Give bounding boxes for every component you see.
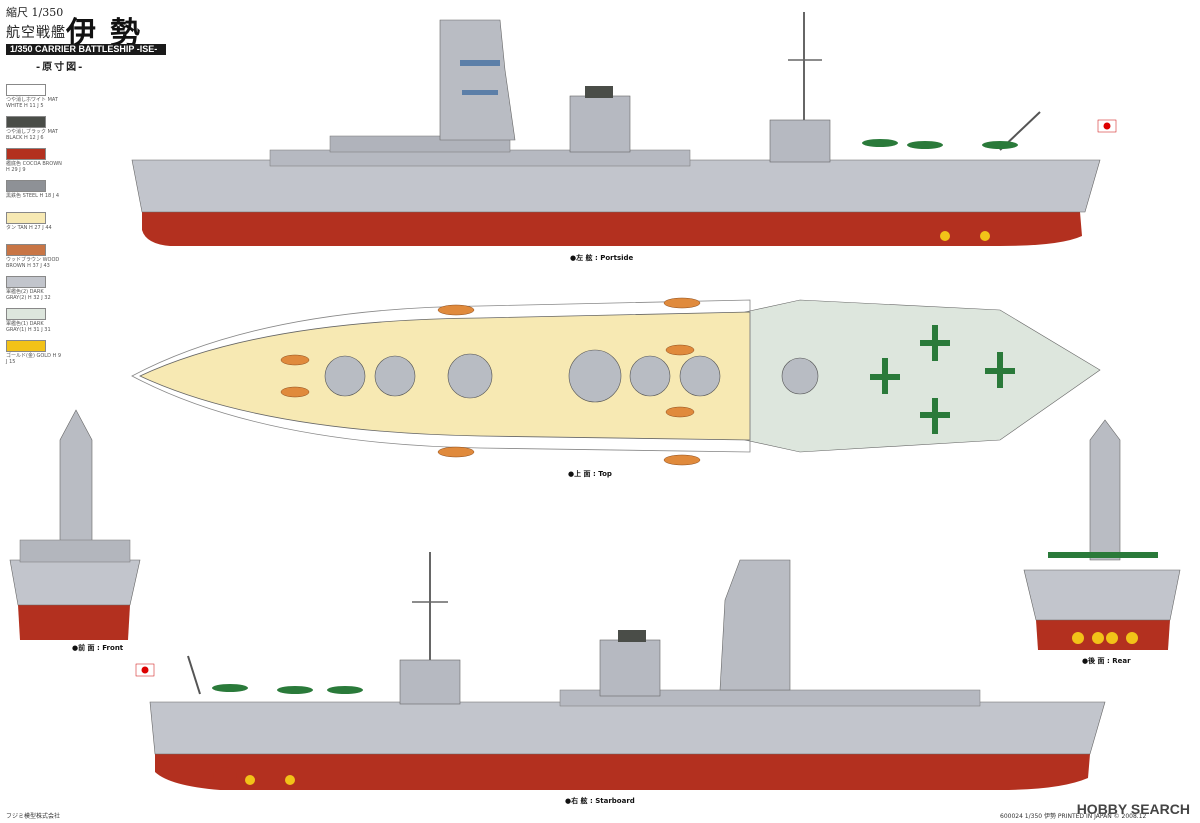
color-swatch [6, 308, 46, 320]
ship-type-label: 航空戦艦 [6, 25, 66, 41]
starboard-aft-house [399, 659, 461, 705]
portside-propellers [940, 231, 990, 241]
color-swatch-label: ゴールド(金) GOLD H 9 J 15 [6, 353, 62, 365]
starboard-flag [135, 663, 155, 677]
starboard-pagoda-mast [719, 559, 791, 691]
color-swatch [6, 340, 46, 352]
color-swatch [6, 84, 46, 96]
color-swatch-label: 艦底色 COCOA BROWN H 29 J 9 [6, 161, 62, 173]
top-flight-deck [744, 299, 1101, 453]
front-hull-red [18, 605, 130, 640]
watermark-logo: HOBBY SEARCH [1076, 801, 1190, 817]
color-swatch-label: ウッドブラウン WOOD BROWN H 37 J 43 [6, 257, 60, 269]
caption-top: ●上 面 : Top [568, 470, 612, 478]
portside-windows [462, 90, 498, 95]
starboard-rudder [213, 767, 237, 785]
starboard-crane [187, 655, 201, 695]
portside-hull-gray [131, 159, 1101, 213]
color-swatch-label: 軍艦色(1) DARK GRAY(1) H 31 J 31 [6, 321, 51, 333]
portside-hull-red [142, 212, 1082, 246]
color-swatch [6, 148, 46, 160]
rear-hull-gray [1023, 569, 1181, 621]
starboard-funnel-cap [618, 630, 646, 642]
rear-view [1023, 419, 1181, 650]
print-info: 600024 1/350 伊勢 PRINTED IN JAPAN © 2008.… [1000, 813, 1147, 820]
starboard-propellers [245, 775, 295, 785]
portside-funnel [569, 95, 631, 153]
front-hull-gray [9, 559, 141, 606]
scale-label: 縮尺 1/350 [6, 6, 64, 19]
starboard-aircraft [212, 684, 363, 694]
portside-funnel-cap [585, 86, 613, 98]
caption-portside: ●左 舷 : Portside [570, 254, 634, 262]
front-blisters [19, 539, 131, 563]
portside-view [131, 12, 1117, 246]
starboard-hull-red [155, 754, 1090, 790]
rear-propellers [1072, 632, 1138, 644]
top-turrets [324, 349, 819, 403]
subtitle: -原寸図- [36, 62, 85, 73]
portside-casemate [269, 149, 691, 167]
color-swatch-label: 黒鉄色 STEEL H 18 J 4 [6, 193, 60, 199]
portside-windows [460, 60, 500, 66]
top-boats [280, 297, 701, 466]
front-superstructure [59, 409, 93, 561]
color-swatch-label: つや消しホワイト MAT WHITE H 11 J 5 [6, 97, 58, 109]
company-credit: フジミ模型株式会社 [6, 813, 61, 820]
portside-aft-house [769, 119, 831, 163]
starboard-hull-gray [149, 701, 1106, 755]
top-view [131, 297, 1101, 466]
caption-starboard: ●右 舷 : Starboard [565, 797, 635, 805]
top-aircraft [870, 325, 1015, 434]
color-swatch [6, 212, 46, 224]
caption-rear: ●後 面 : Rear [1082, 657, 1131, 665]
starboard-funnel [599, 639, 661, 697]
color-swatch [6, 244, 46, 256]
color-swatch-label: 軍艦色(2) DARK GRAY(2) H 32 J 32 [6, 289, 51, 301]
title-bar: 1/350 CARRIER BATTLESHIP -ISE- [6, 44, 166, 55]
color-swatch [6, 116, 46, 128]
caption-front: ●前 面 : Front [72, 644, 124, 652]
top-hull-outline [131, 299, 751, 453]
front-view [9, 409, 141, 640]
color-swatch [6, 180, 46, 192]
portside-aircraft [862, 139, 1018, 149]
portside-flag [1097, 119, 1117, 133]
color-swatch [6, 276, 46, 288]
starboard-view [135, 552, 1106, 790]
color-swatch-label: タン TAN H 27 J 44 [6, 225, 52, 231]
rear-aircraft [1048, 552, 1158, 558]
portside-pagoda-mast [439, 19, 516, 141]
color-swatch-label: つや消しブラック MAT BLACK H 12 J 6 [6, 129, 58, 141]
rear-superstructure [1089, 419, 1121, 561]
